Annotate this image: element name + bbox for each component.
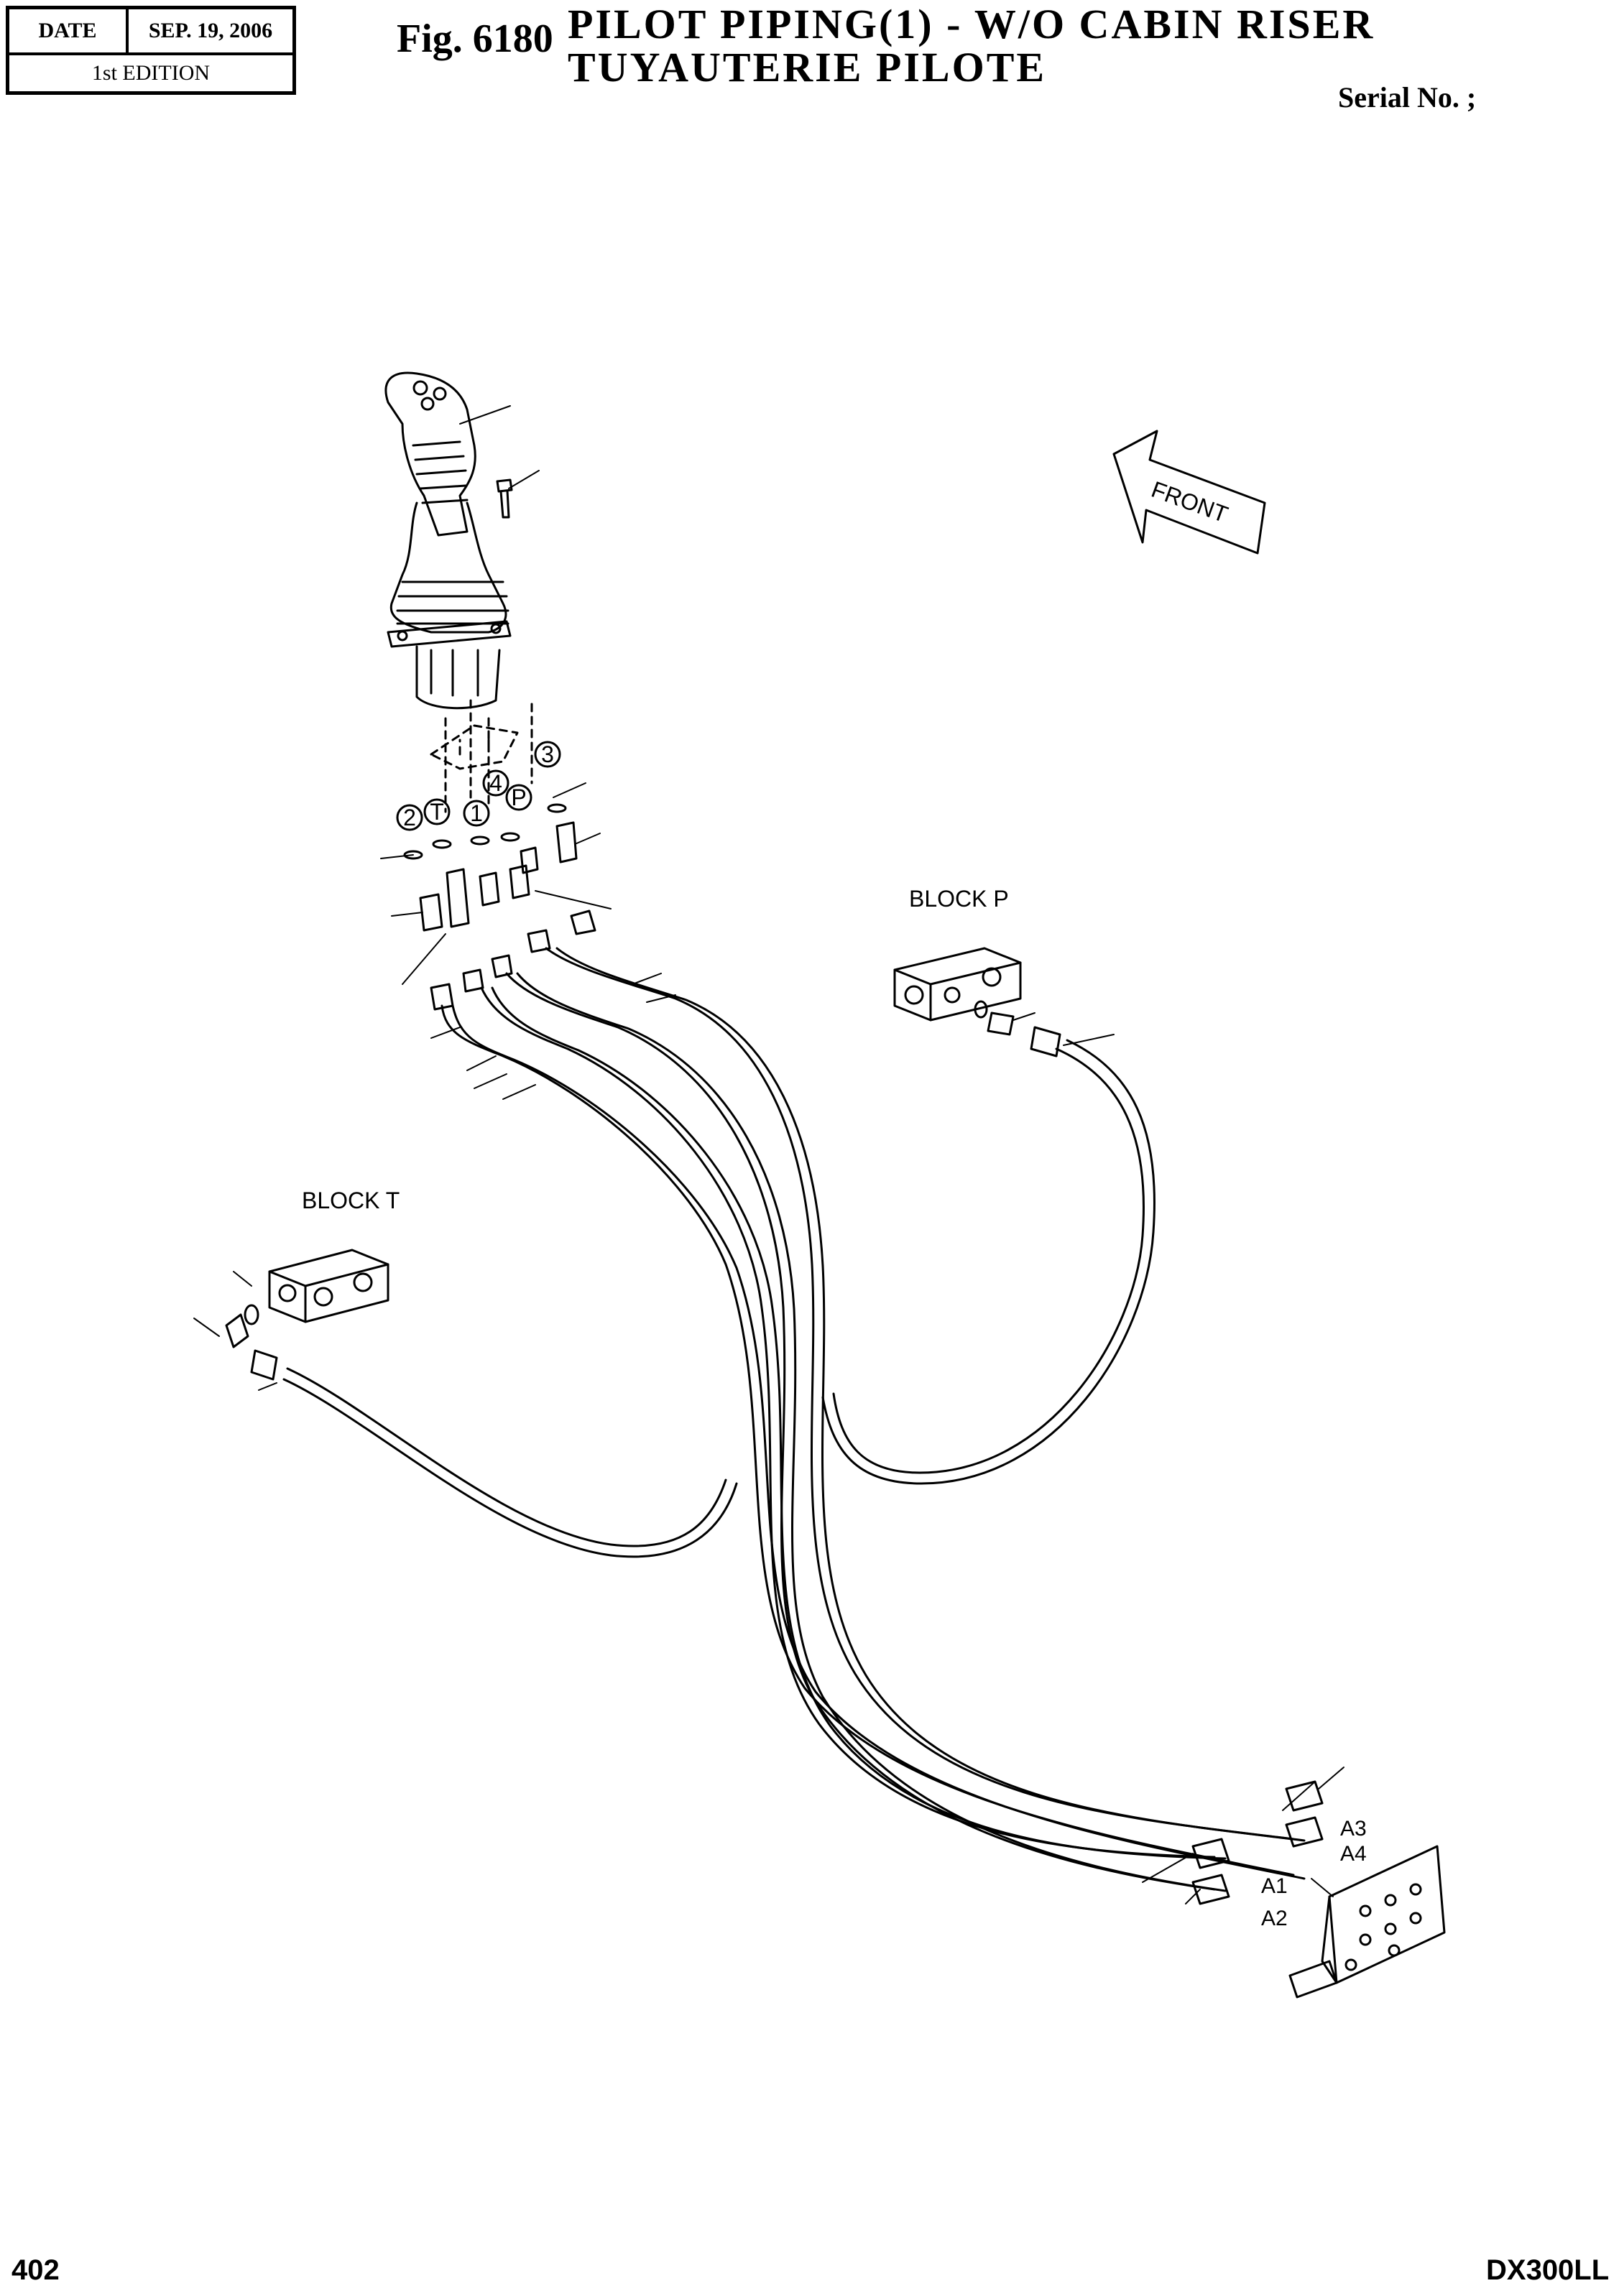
block-t <box>268 1249 389 1323</box>
date-value: SEP. 19, 2006 <box>129 9 292 55</box>
port-circle-label: 4 <box>489 770 502 796</box>
block-t-label: BLOCK T <box>302 1188 400 1213</box>
outlet-fittings <box>1191 1780 1324 1905</box>
callout-leaders <box>193 405 1344 1904</box>
page-title-french: TUYAUTERIE PILOTE <box>568 44 1047 91</box>
page-number: 402 <box>11 2254 60 2286</box>
figure-number: Fig. 6180 <box>397 17 553 61</box>
block-p <box>893 947 1022 1022</box>
outlet-bracket <box>1288 1845 1446 1999</box>
outlet-label-a3: A3 <box>1340 1817 1367 1841</box>
page-title-english: PILOT PIPING(1) - W/O CABIN RISER <box>568 1 1375 47</box>
socket-bolt <box>496 478 513 519</box>
front-label: FRONT <box>1148 476 1232 528</box>
joystick-lever <box>384 371 512 710</box>
port-circle-label: 3 <box>541 741 554 767</box>
date-label: DATE <box>9 9 129 55</box>
hose-to-block-p <box>821 1012 1156 1485</box>
pilot-hoses <box>441 947 1306 1892</box>
valve-port-face <box>430 699 533 813</box>
port-circle-label: T <box>430 799 444 825</box>
serial-number-label: Serial No. ; <box>1338 81 1477 114</box>
block-p-label: BLOCK P <box>909 886 1009 912</box>
outlet-label-a4: A4 <box>1340 1842 1367 1866</box>
port-circle-label: 1 <box>470 800 483 826</box>
date-edition-box: DATE SEP. 19, 2006 1st EDITION <box>6 6 296 95</box>
port-id-circles: 2 T 1 4 P 3 <box>396 741 561 831</box>
hose-to-block-t <box>225 1304 738 1558</box>
outlet-label-a2: A2 <box>1261 1907 1288 1930</box>
orings-and-adapters <box>403 803 596 1011</box>
edition-label: 1st EDITION <box>91 61 211 85</box>
port-circle-label: 2 <box>403 805 416 830</box>
front-arrow-icon: FRONT <box>1112 430 1266 555</box>
outlet-label-a1: A1 <box>1261 1874 1288 1898</box>
model-code: DX300LL <box>1486 2254 1610 2286</box>
port-circle-label: P <box>511 784 526 810</box>
